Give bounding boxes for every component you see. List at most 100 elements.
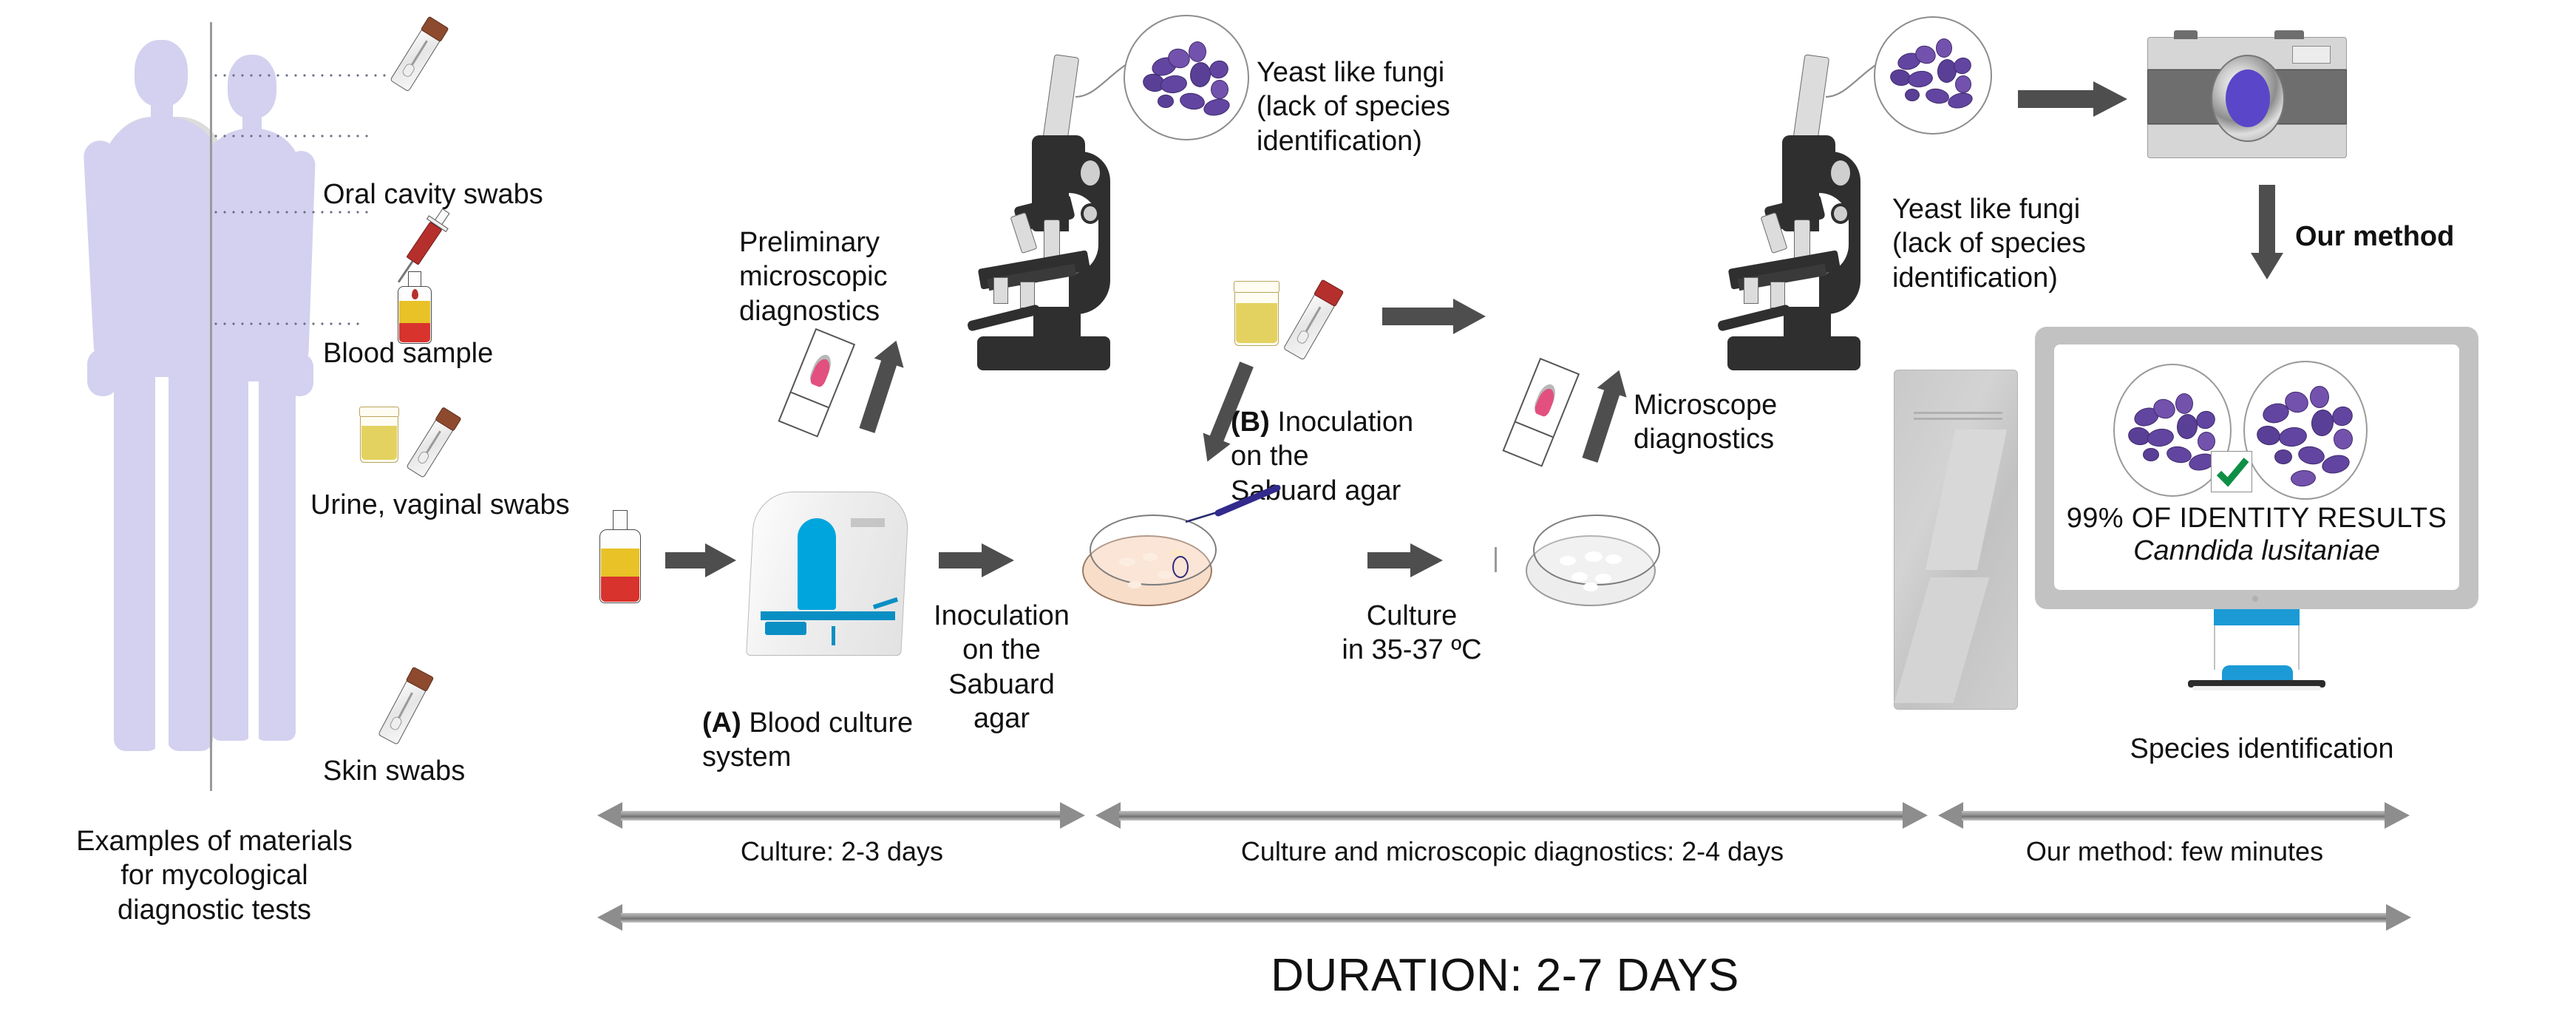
keyboard-top bbox=[2222, 665, 2293, 682]
microscope-mirror-arm-1 bbox=[966, 304, 1041, 332]
selected-colony-circle bbox=[1172, 556, 1189, 578]
grown-colony-6 bbox=[1583, 583, 1598, 591]
yeast-cell bbox=[2310, 386, 2329, 408]
timeline-label-1: Culture: 2-3 days bbox=[740, 836, 944, 866]
arrow-b-to-microscope-2 bbox=[1382, 299, 1489, 336]
keyboard-shadow bbox=[2192, 686, 2321, 690]
microscope-mirror-arm-2 bbox=[1716, 304, 1792, 332]
microscope-condenser-a-1 bbox=[993, 277, 1008, 304]
yeast-cell bbox=[1936, 38, 1952, 58]
urine-jar-lid-2 bbox=[1234, 281, 1279, 293]
colony-3 bbox=[1158, 571, 1172, 579]
microscope-pillar-2 bbox=[1784, 307, 1831, 345]
timeline-segment-3: Our method: few minutes bbox=[1938, 798, 2411, 866]
yeast-cell bbox=[2334, 429, 2353, 449]
inoculation-b-text: Inoculation on the Sabuard agar bbox=[1231, 407, 1414, 506]
inoculation-loop bbox=[1185, 484, 1289, 529]
yeast-cell bbox=[1946, 90, 1974, 111]
arrow-bactec-to-petri bbox=[939, 543, 1020, 577]
timeline-total: DURATION: 2-7 DAYS bbox=[597, 900, 2413, 1004]
arrow-shaft bbox=[665, 552, 708, 568]
grown-colony-3 bbox=[1605, 554, 1622, 564]
machine-indicator bbox=[832, 626, 835, 645]
timeline-arrow-right-3 bbox=[2385, 802, 2410, 829]
microscope-coarse-knob-2 bbox=[1828, 157, 1853, 189]
urine-jar-icon-2 bbox=[1234, 281, 1279, 347]
camera-lens-glass bbox=[2226, 69, 2270, 127]
yeast-cell bbox=[1201, 95, 1232, 119]
specimen-urine-vaginal bbox=[359, 399, 471, 495]
result-bubble-right bbox=[2243, 361, 2368, 500]
specimen-label-oral: Oral cavity swabs bbox=[323, 179, 543, 210]
identity-result-line-1: 99% OF IDENTITY RESULTS bbox=[2066, 503, 2447, 534]
timeline-label-2: Culture and microscopic diagnostics: 2-4… bbox=[1240, 836, 1784, 866]
monitor-led bbox=[2252, 596, 2258, 602]
bottle-medium bbox=[399, 301, 430, 323]
yeast-cell bbox=[2310, 408, 2335, 438]
petri-lid bbox=[1090, 515, 1217, 585]
inoculation-b-specimens bbox=[1234, 279, 1367, 384]
colony-2 bbox=[1143, 553, 1158, 561]
timeline-arrow-left-3 bbox=[1938, 802, 1963, 829]
blood-culture-a-label: (A) Blood culture system bbox=[702, 706, 1013, 775]
grown-colony-4 bbox=[1571, 572, 1588, 582]
machine-brand-text bbox=[851, 518, 885, 527]
arrow-tip bbox=[2093, 81, 2127, 117]
arrow-shaft bbox=[1382, 308, 1456, 325]
urine-jar-icon bbox=[359, 407, 399, 464]
timeline-arrow-right-2 bbox=[1903, 802, 1928, 829]
tower-highlight bbox=[1925, 430, 2008, 570]
urine-liquid bbox=[361, 426, 397, 460]
yeast-callout-label-2: Yeast like fungi (lack of species identi… bbox=[1892, 194, 2086, 293]
microscope-slide-icon-1 bbox=[777, 327, 857, 441]
camera-shutter-button bbox=[2174, 30, 2198, 39]
microscope-1 bbox=[939, 54, 1160, 381]
yeast-cell bbox=[1189, 41, 1206, 62]
yeast-cell bbox=[2277, 425, 2308, 449]
yeast-cell bbox=[2198, 432, 2215, 451]
silhouette-right bbox=[189, 47, 339, 772]
arrow-tip bbox=[705, 543, 736, 577]
timeline-segment-1: Culture: 2-3 days bbox=[597, 798, 1087, 866]
tick-mark-divider bbox=[1495, 547, 1497, 572]
grown-colony-5 bbox=[1595, 574, 1611, 583]
specimen-blood-sample bbox=[370, 203, 466, 344]
camera bbox=[2147, 30, 2347, 163]
colony-1 bbox=[1119, 557, 1135, 566]
colony-4 bbox=[1128, 581, 1141, 588]
silhouette-leg-left-2 bbox=[211, 371, 251, 741]
yeast-cell bbox=[1905, 89, 1920, 101]
microscope-eyepiece-1 bbox=[1041, 54, 1080, 146]
blood-bottle-lower bbox=[595, 510, 647, 606]
microscope-eyepiece-2 bbox=[1792, 54, 1830, 146]
identity-result-line-2: Canndida lusitaniae bbox=[2133, 535, 2380, 566]
blood-culture-machine bbox=[743, 492, 913, 662]
yeast-cell bbox=[2320, 452, 2352, 477]
blood-culture-a-marker: (A) bbox=[702, 707, 741, 739]
tower-highlight-2 bbox=[1894, 577, 1990, 703]
arrow-shaft bbox=[1367, 552, 1413, 568]
yeast-bubble-1 bbox=[1124, 15, 1249, 140]
arrow-tip bbox=[2251, 253, 2283, 279]
duration-total-label: DURATION: 2-7 DAYS bbox=[1271, 950, 1739, 1001]
silhouette-leg-gap-2 bbox=[248, 381, 259, 744]
silhouette-leg-right bbox=[167, 367, 213, 751]
microscope-condenser-b-2 bbox=[1770, 282, 1785, 308]
yeast-cell bbox=[1178, 91, 1206, 112]
timeline-segment-2: Culture and microscopic diagnostics: 2-4… bbox=[1095, 798, 1929, 866]
colony-5 bbox=[1171, 550, 1184, 557]
arrow-petri-to-incubated bbox=[1367, 543, 1452, 577]
keyboard bbox=[2188, 665, 2325, 692]
yeast-callout-label-1: Yeast like fungi (lack of species identi… bbox=[1257, 57, 1450, 157]
microscope-condenser-a-2 bbox=[1744, 277, 1758, 304]
yeast-cell bbox=[1159, 73, 1189, 95]
yeast-cell bbox=[1189, 61, 1212, 89]
center-divider-line bbox=[210, 22, 212, 791]
computer-tower bbox=[1894, 370, 2018, 710]
specimen-label-blood: Blood sample bbox=[323, 338, 494, 369]
petri-dish-inoculated bbox=[1079, 510, 1227, 614]
blood-culture-a-text: Blood culture system bbox=[702, 707, 914, 773]
yeast-cell bbox=[1158, 95, 1174, 108]
monitor: 99% OF IDENTITY RESULTS Canndida lusitan… bbox=[2035, 327, 2478, 609]
